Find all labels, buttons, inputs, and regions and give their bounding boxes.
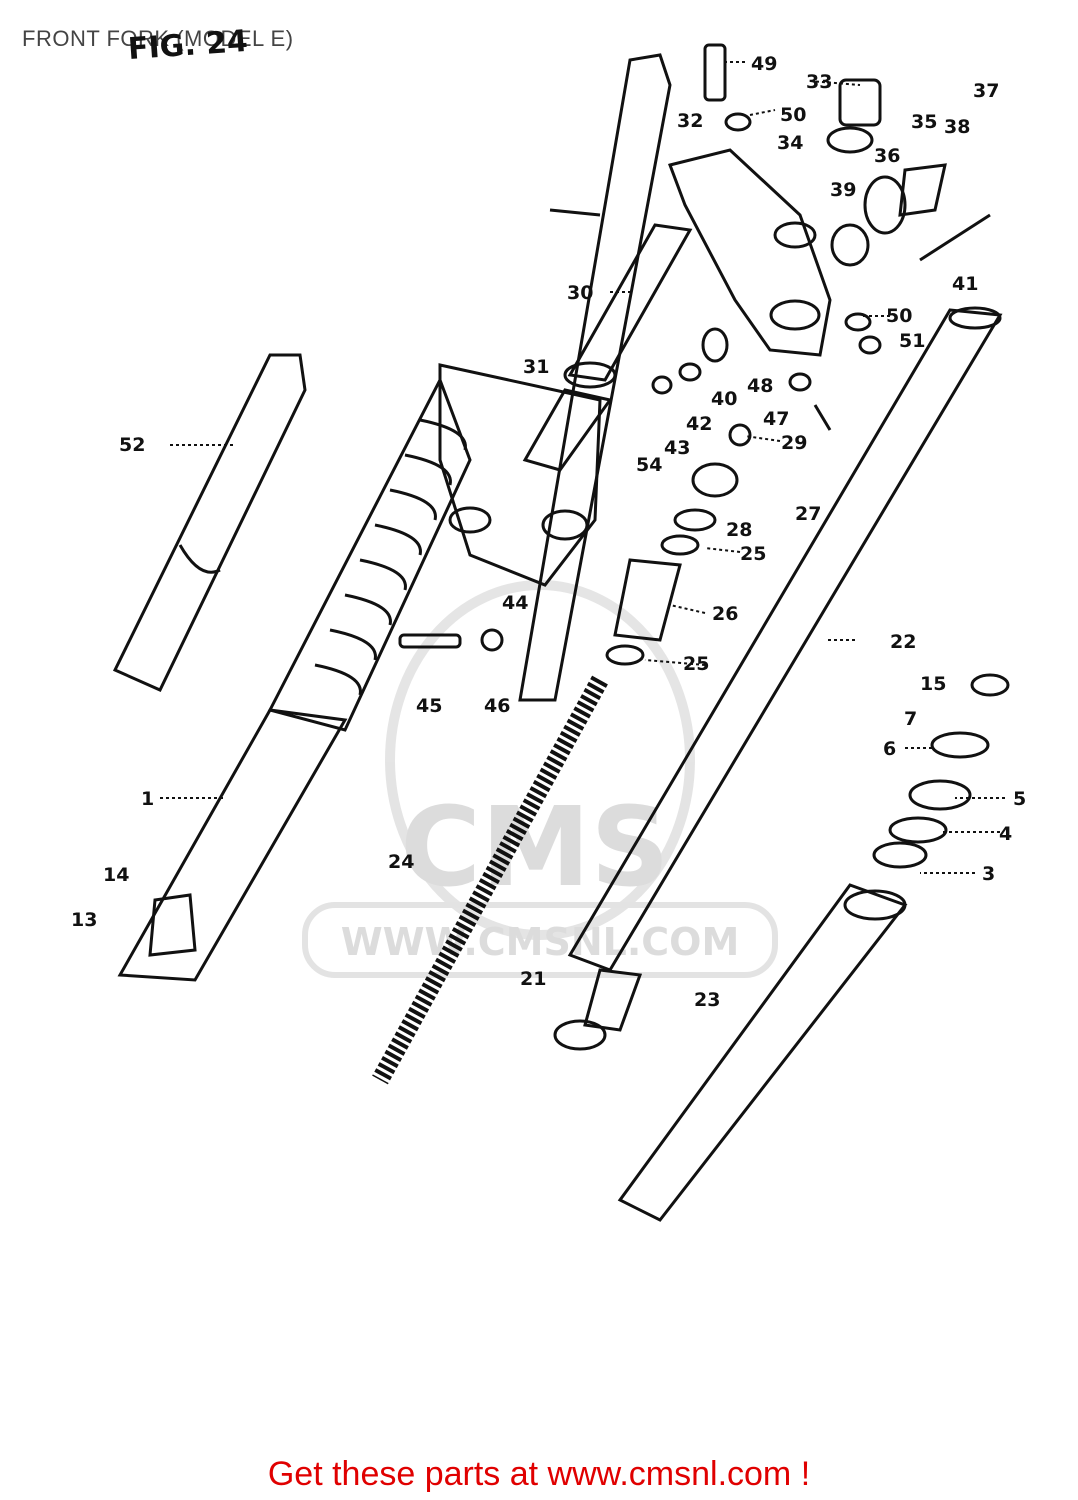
outer-tube-right	[617, 883, 908, 1222]
leader-lines	[160, 61, 1005, 874]
upper-bracket	[668, 148, 832, 357]
part-label: 39	[830, 179, 856, 201]
lower-bracket	[438, 363, 602, 587]
watermark-url: WWW.CMSNL.COM	[341, 920, 740, 964]
part-label: 51	[899, 330, 925, 352]
part-label: 21	[520, 968, 546, 990]
fork-spring	[372, 675, 608, 1085]
part-label: 54	[636, 454, 662, 476]
part-label: 37	[973, 80, 999, 102]
part-label: 35	[911, 111, 937, 133]
part-label: 52	[119, 434, 145, 456]
part-label: 22	[890, 631, 916, 653]
part-label: 42	[686, 413, 712, 435]
part-label: 33	[806, 71, 832, 93]
part-label: 5	[1013, 788, 1026, 810]
part-label: 7	[904, 708, 917, 730]
part-label: 6	[883, 738, 896, 760]
fork-cover-52	[112, 353, 307, 692]
part-label: 4	[999, 823, 1012, 845]
part-labels: 1 3 4 5 6 7 13 14 15 21 22 23 24 25 25 2…	[71, 53, 1026, 1011]
part-label: 40	[711, 388, 737, 410]
part-label: 25	[683, 653, 709, 675]
part-label: 25	[740, 543, 766, 565]
part-label: 24	[388, 851, 414, 873]
part-label: 36	[874, 145, 900, 167]
fork-boot-left	[267, 376, 472, 732]
part-label: 30	[567, 282, 593, 304]
part-label: 1	[141, 788, 154, 810]
watermark: CMS WWW.CMSNL.COM	[302, 580, 778, 978]
watermark-logo: CMS	[400, 783, 669, 911]
part-label: 23	[694, 989, 720, 1011]
fork-leg-left	[117, 53, 672, 982]
part-label: 26	[712, 603, 738, 625]
part-label: 34	[777, 132, 803, 154]
part-label: 28	[726, 519, 752, 541]
steering-stem	[522, 223, 693, 472]
small-parts	[398, 43, 991, 1051]
part-label: 3	[982, 863, 995, 885]
part-label: 46	[484, 695, 510, 717]
part-label: 47	[763, 408, 789, 430]
part-label: 31	[523, 356, 549, 378]
part-label: 43	[664, 437, 690, 459]
part-label: 44	[502, 592, 528, 614]
part-label: 49	[751, 53, 777, 75]
part-label: 27	[795, 503, 821, 525]
part-label: 48	[747, 375, 773, 397]
part-label: 41	[952, 273, 978, 295]
part-label: 32	[677, 110, 703, 132]
part-label: 15	[920, 673, 946, 695]
part-label: 29	[781, 432, 807, 454]
part-label: 45	[416, 695, 442, 717]
seal-stack	[872, 673, 1010, 869]
part-label: 13	[71, 909, 97, 931]
part-label: 50	[886, 305, 912, 327]
part-label: 50	[780, 104, 806, 126]
part-label: 38	[944, 116, 970, 138]
part-label: 14	[103, 864, 129, 886]
cmsnl-parts-link[interactable]: Get these parts at www.cmsnl.com !	[267, 1455, 811, 1493]
page-title: FRONT FORK (MODEL E)	[22, 26, 294, 51]
